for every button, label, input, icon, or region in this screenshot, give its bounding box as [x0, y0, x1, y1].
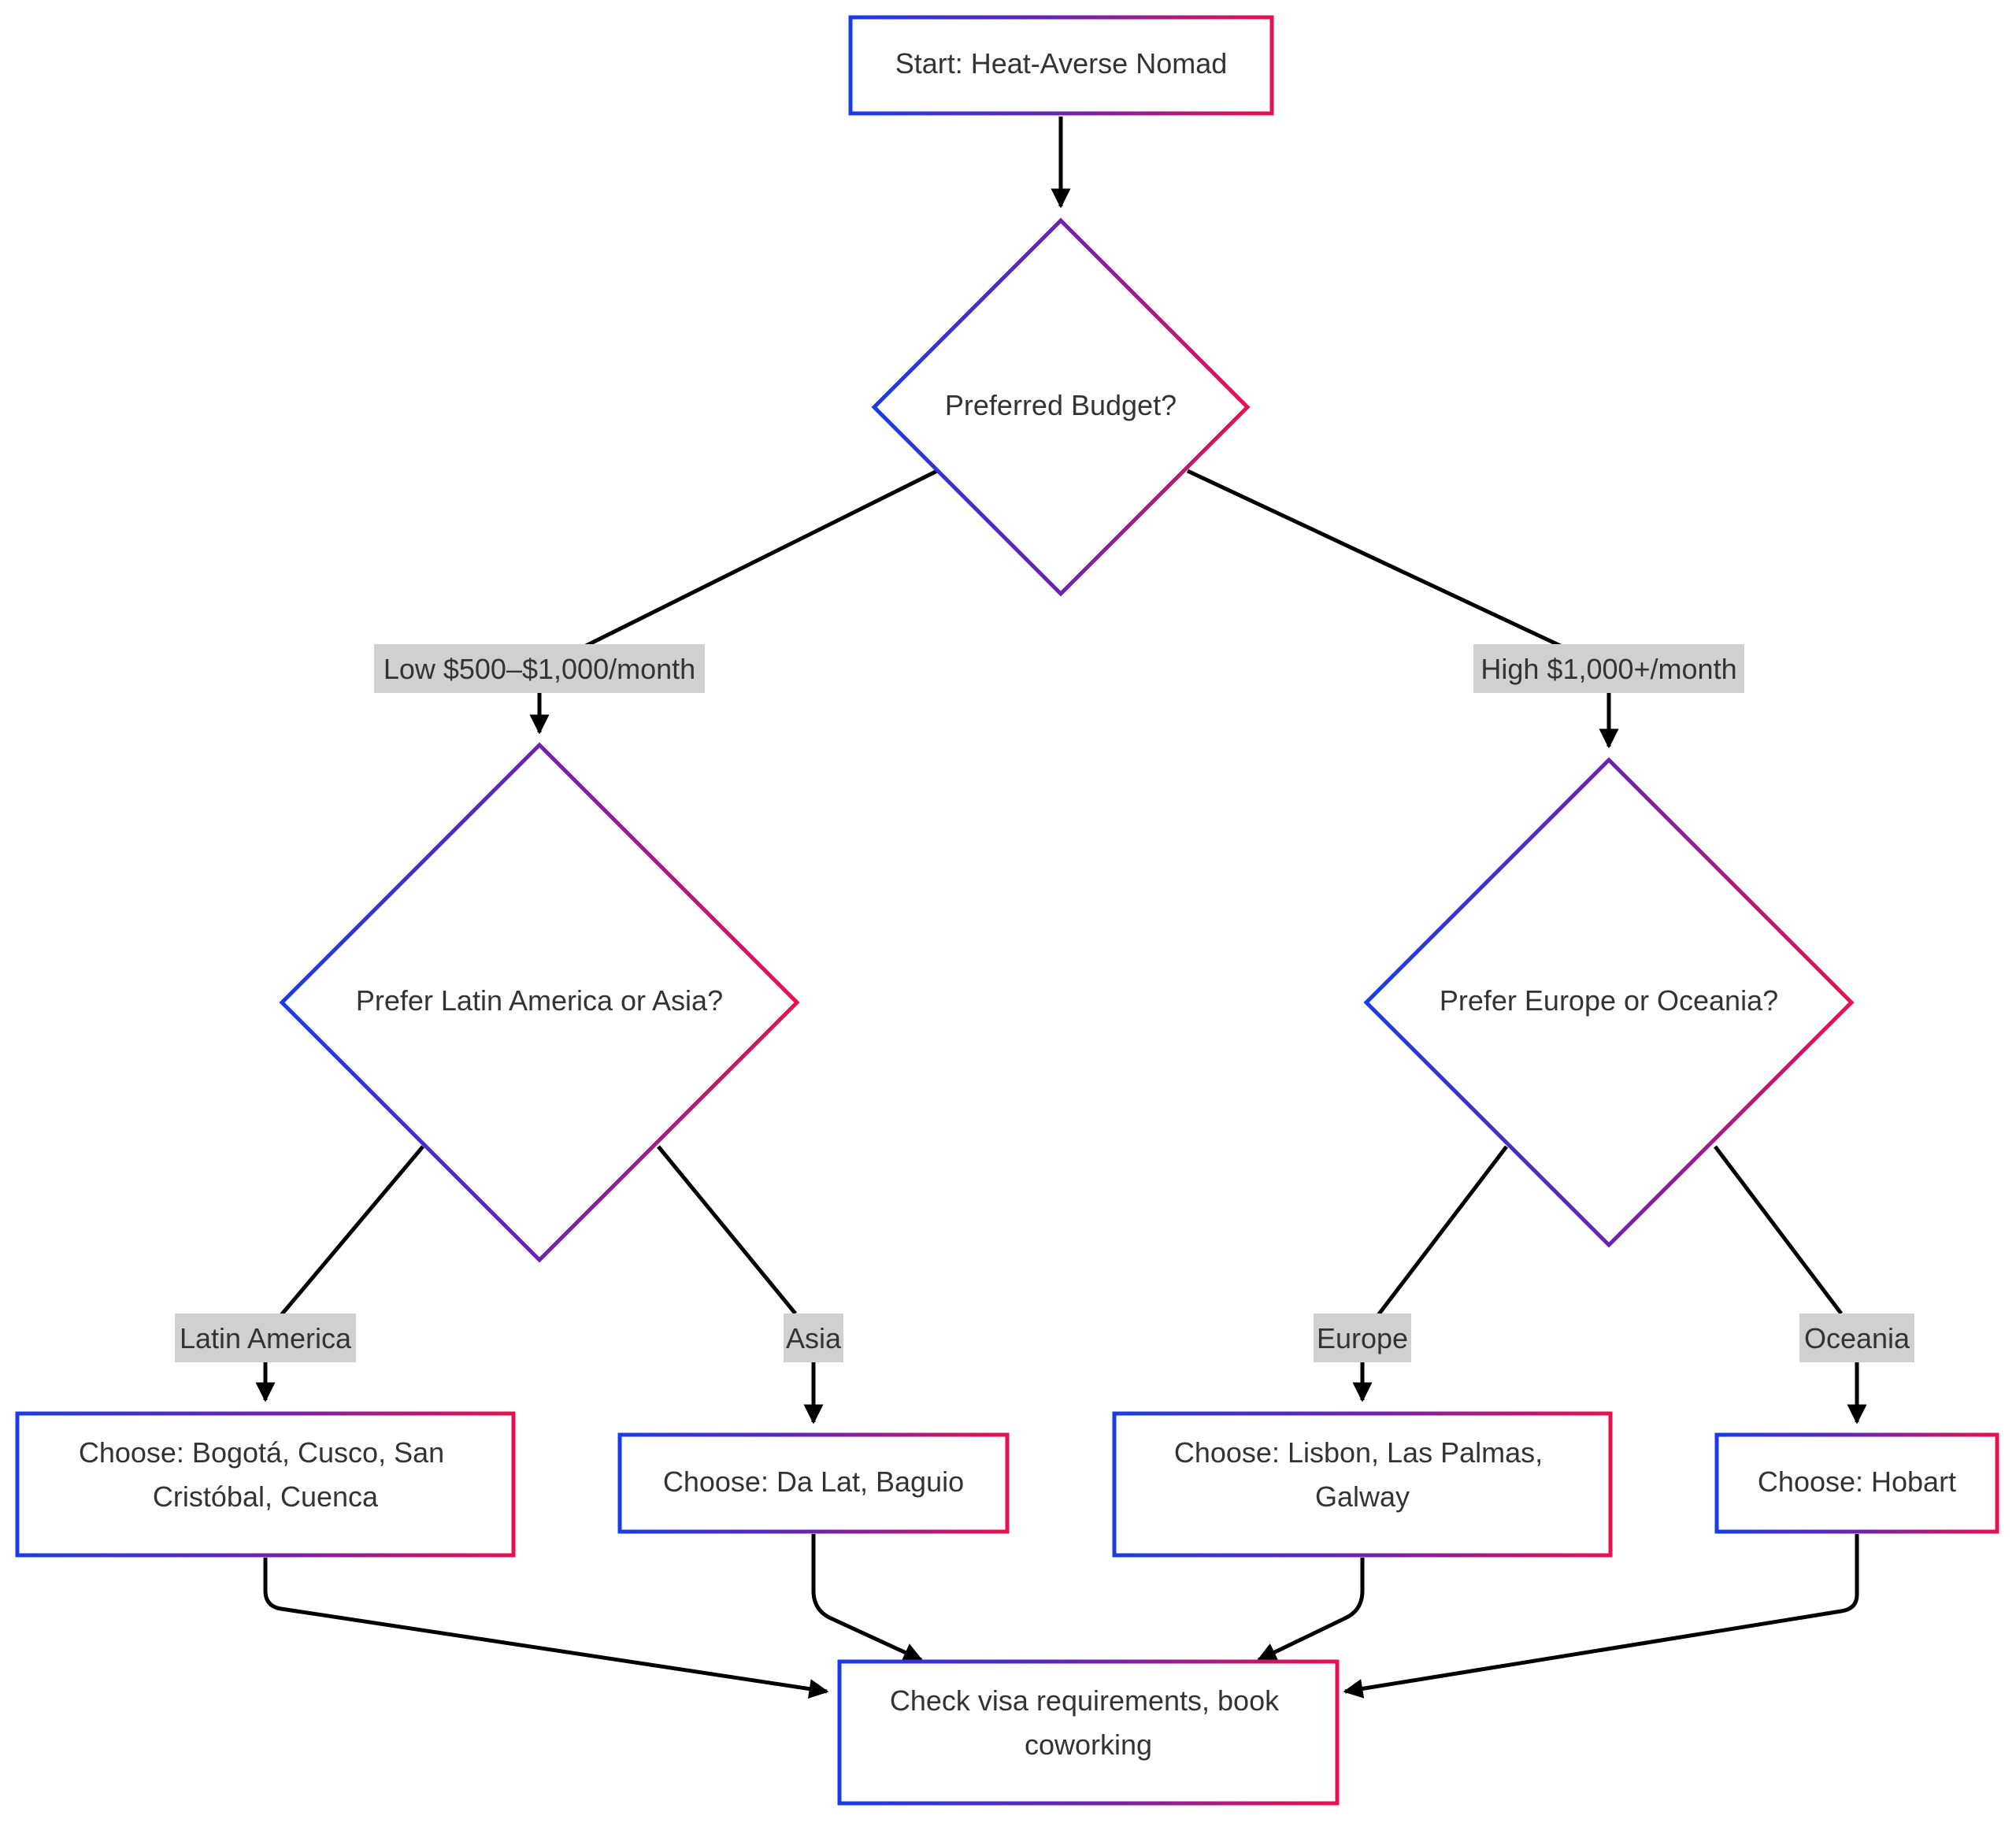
node-low-region-decision: Prefer Latin America or Asia?	[279, 742, 800, 1263]
edge-budget-to-high-label	[1186, 469, 1569, 651]
edge-label-high-text: High $1,000+/month	[1480, 653, 1736, 685]
node-high-region-diamond	[1363, 757, 1855, 1248]
edge-high-region-to-europe-label	[1377, 1145, 1508, 1317]
edge-label-low: Low $500–$1,000/month	[374, 644, 705, 693]
edge-label-latam-text: Latin America	[180, 1322, 352, 1354]
node-start-box	[848, 15, 1274, 116]
node-finish: Check visa requirements, book coworking	[837, 1659, 1340, 1806]
node-high-region-text: Prefer Europe or Oceania?	[1440, 984, 1778, 1017]
node-latam-box	[15, 1411, 516, 1558]
edge-label-high: High $1,000+/month	[1473, 644, 1744, 693]
edge-label-oceania: Oceania	[1799, 1314, 1914, 1362]
edge-label-oceania-bg	[1799, 1314, 1914, 1362]
edge-label-asia: Asia	[784, 1314, 843, 1362]
node-budget-line-1: Preferred Budget?	[945, 389, 1177, 421]
node-latam-line-2: Cristóbal, Cuenca	[153, 1480, 379, 1513]
node-budget-decision: Preferred Budget?	[871, 217, 1251, 597]
edge-label-europe-text: Europe	[1317, 1322, 1408, 1354]
edge-low-region-to-latam-label	[280, 1145, 424, 1317]
nodes: Start: Heat-Averse Nomad Preferred Budge…	[15, 15, 1999, 1806]
node-latam-line-1: Choose: Bogotá, Cusco, San	[79, 1436, 444, 1469]
node-europe-text: Choose: Lisbon, Las Palmas, Galway	[1174, 1436, 1551, 1513]
edge-label-high-bg	[1473, 644, 1744, 693]
node-finish-line-2: coworking	[1025, 1729, 1152, 1761]
edge-label-low-bg	[374, 644, 705, 693]
edges	[255, 117, 1867, 1699]
node-europe-box	[1112, 1411, 1613, 1558]
node-finish-line-1: Check visa requirements, book	[890, 1684, 1280, 1717]
node-low-region-text: Prefer Latin America or Asia?	[356, 984, 723, 1017]
node-europe-choice: Choose: Lisbon, Las Palmas, Galway	[1112, 1411, 1613, 1558]
node-europe-line-2: Galway	[1315, 1480, 1410, 1513]
node-low-region-line-1: Prefer Latin America or Asia?	[356, 984, 723, 1017]
node-oceania-text: Choose: Hobart	[1758, 1465, 1956, 1498]
node-asia-choice: Choose: Da Lat, Baguio	[617, 1432, 1010, 1534]
edge-asia-to-finish	[811, 1534, 924, 1662]
node-asia-line-1: Choose: Da Lat, Baguio	[663, 1465, 964, 1498]
edge-latam-to-finish	[263, 1558, 829, 1699]
node-budget-diamond	[871, 217, 1251, 597]
node-start-line-1: Start: Heat-Averse Nomad	[895, 47, 1228, 80]
edge-low-region-to-asia-label	[657, 1145, 797, 1315]
edge-label-asia-text: Asia	[786, 1322, 842, 1354]
edge-label-latin-america: Latin America	[175, 1314, 356, 1362]
edge-label-latam-bg	[175, 1314, 356, 1362]
node-finish-text: Check visa requirements, book coworking	[890, 1684, 1287, 1761]
edge-oceania-to-finish	[1343, 1534, 1859, 1699]
node-latin-america-choice: Choose: Bogotá, Cusco, San Cristóbal, Cu…	[15, 1411, 516, 1558]
edge-budget-to-low-label	[581, 469, 939, 650]
node-start-text: Start: Heat-Averse Nomad	[895, 47, 1228, 80]
edge-label-low-text: Low $500–$1,000/month	[384, 653, 695, 685]
node-europe-line-1: Choose: Lisbon, Las Palmas,	[1174, 1436, 1543, 1469]
node-low-region-diamond	[279, 742, 800, 1263]
node-oceania-line-1: Choose: Hobart	[1758, 1465, 1956, 1498]
edge-label-europe-bg	[1314, 1314, 1411, 1362]
node-budget-text: Preferred Budget?	[945, 389, 1177, 421]
edge-high-region-to-oceania-label	[1714, 1145, 1843, 1315]
edge-label-asia-bg	[784, 1314, 843, 1362]
edge-labels: Low $500–$1,000/month High $1,000+/month…	[175, 644, 1914, 1362]
node-finish-box	[837, 1659, 1340, 1806]
edge-europe-to-finish	[1256, 1558, 1365, 1662]
node-start: Start: Heat-Averse Nomad	[848, 15, 1274, 116]
node-asia-text: Choose: Da Lat, Baguio	[663, 1465, 964, 1498]
node-high-region-line-1: Prefer Europe or Oceania?	[1440, 984, 1778, 1017]
node-high-region-decision: Prefer Europe or Oceania?	[1363, 757, 1855, 1248]
edge-label-oceania-text: Oceania	[1804, 1322, 1910, 1354]
node-latam-text: Choose: Bogotá, Cusco, San Cristóbal, Cu…	[79, 1436, 452, 1513]
node-asia-box	[617, 1432, 1010, 1534]
edge-label-europe: Europe	[1314, 1314, 1411, 1362]
node-oceania-box	[1714, 1432, 1999, 1534]
node-oceania-choice: Choose: Hobart	[1714, 1432, 1999, 1534]
